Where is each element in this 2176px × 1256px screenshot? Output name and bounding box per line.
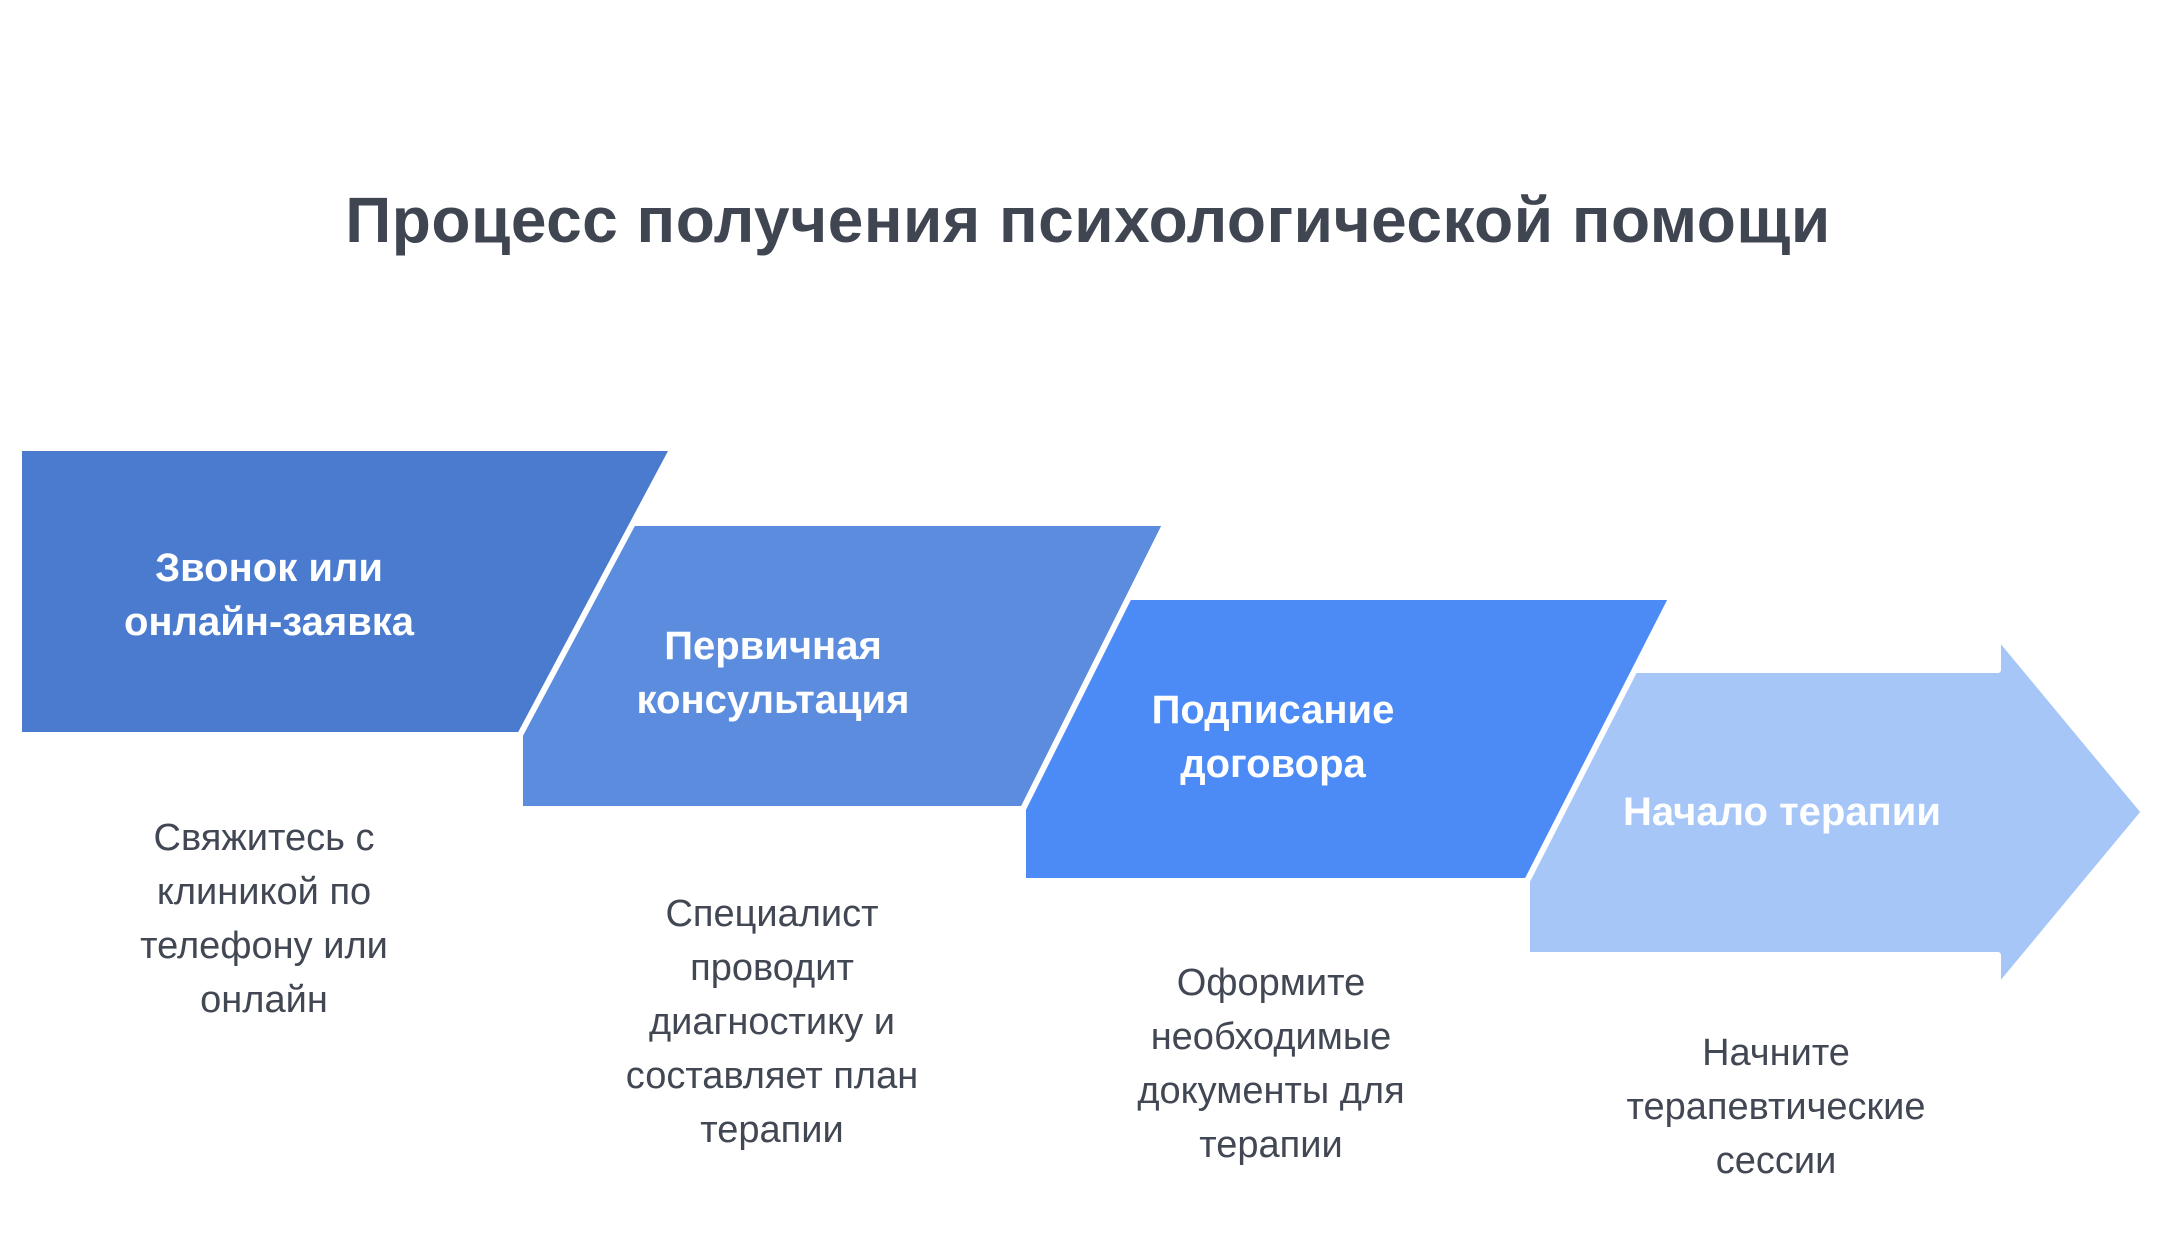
step-2-label: Первичная консультация: [636, 624, 910, 722]
step-1-label: Звонок или онлайн-заявка: [123, 546, 415, 644]
step-1-description: Свяжитесь с клиникой по телефону или онл…: [140, 817, 388, 1021]
step-4-arrow-shape: [1524, 633, 2147, 991]
step-4-description: Начните терапевтические сессии: [1626, 1032, 1926, 1182]
step-2-description: Специалист проводит диагностику и состав…: [625, 893, 919, 1151]
step-3-description: Оформите необходимые документы для терап…: [1137, 962, 1405, 1166]
diagram-title: Процесс получения психологической помощи: [345, 183, 1831, 256]
step-1-shape: [16, 445, 676, 738]
step-4-label: Начало терапии: [1623, 790, 1941, 834]
step-3-label: Подписание договора: [1151, 688, 1395, 786]
